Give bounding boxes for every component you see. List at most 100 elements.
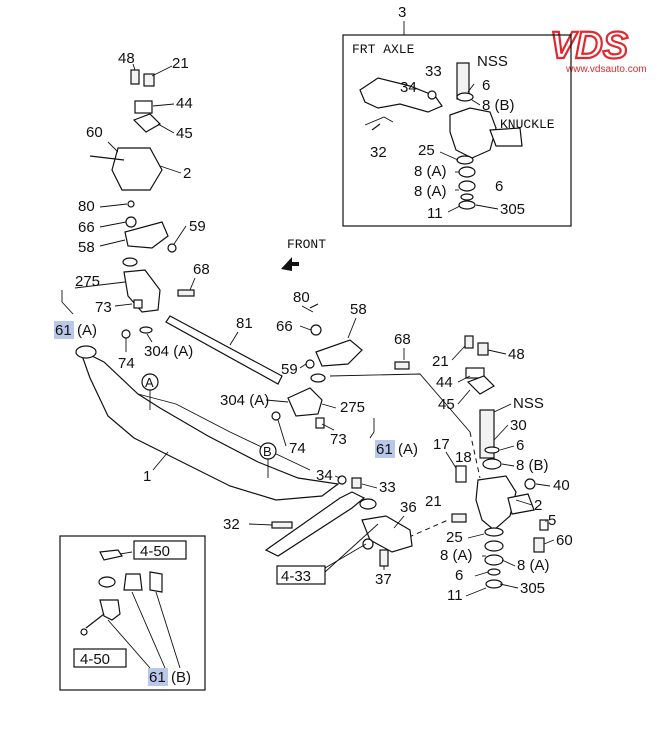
part-21-left: 21 xyxy=(172,55,189,72)
tie-rod xyxy=(264,491,366,557)
part-81: 81 xyxy=(236,315,253,332)
ref-61a-left[interactable]: 61 xyxy=(55,322,72,339)
part-11-right: 11 xyxy=(447,587,463,604)
part-6-inset-a: 6 xyxy=(482,77,490,94)
knuckle-body-inset xyxy=(449,107,497,159)
part-18: 18 xyxy=(455,449,472,466)
circle-mark-b-label: B xyxy=(263,444,272,459)
part-66-center: 66 xyxy=(276,318,293,335)
part-74-left: 74 xyxy=(118,355,135,372)
center-assembly: 80 58 66 68 59 304 (A) 275 74 73 61 (A) xyxy=(220,289,471,458)
part-2-right: 2 xyxy=(534,497,542,514)
ref-4-33-box xyxy=(276,565,326,585)
ref-4-50-top-box xyxy=(133,540,187,560)
inset-knuckle-box: 3 FRT AXLE KNUCKLE NSS 33 34 6 8 (B) 32 … xyxy=(342,4,572,227)
vds-logo: VDS www.vdsauto.com xyxy=(549,24,647,75)
part-66-left: 66 xyxy=(78,219,95,236)
axle-beam-body xyxy=(78,348,340,501)
ball-joint-61b xyxy=(99,599,121,621)
nss-label-right: NSS xyxy=(513,395,544,412)
part-68-center: 68 xyxy=(394,331,411,348)
part-304a-left: 304 (A) xyxy=(144,343,193,360)
ref-4-50-bottom-box xyxy=(73,648,127,668)
part-8b-right: 8 (B) xyxy=(516,457,549,474)
knuckle-arm-left xyxy=(123,269,161,313)
part-5: 5 xyxy=(548,512,556,529)
part-37: 37 xyxy=(375,571,392,588)
ref-4-50-bottom[interactable]: 4-50 xyxy=(80,651,110,668)
knuckle-body-right xyxy=(475,475,517,531)
frt-axle-beam-fragment xyxy=(359,77,443,113)
ref-61a-center[interactable]: 61 xyxy=(376,441,393,458)
inset-61b-box: 4-50 4-50 61 (B) xyxy=(59,535,206,691)
part-60-right: 60 xyxy=(556,532,573,549)
part-8a-inset-a: 8 (A) xyxy=(414,163,447,180)
part-305-right: 305 xyxy=(520,580,545,597)
part-74-center: 74 xyxy=(289,440,306,457)
ref-4-50-top[interactable]: 4-50 xyxy=(140,543,170,560)
front-label: FRONT xyxy=(287,237,326,252)
shackle-center xyxy=(315,339,363,367)
front-axle-beam: A B 1 xyxy=(75,345,340,501)
part-48-left: 48 xyxy=(118,50,135,67)
part-32-inset: 32 xyxy=(370,144,387,161)
part-33-inset: 33 xyxy=(425,63,442,80)
part-304a-center: 304 (A) xyxy=(220,392,269,409)
part-2-left: 2 xyxy=(183,165,191,182)
part-44-left: 44 xyxy=(176,95,193,112)
nss-label-inset: NSS xyxy=(477,53,508,70)
part-40: 40 xyxy=(553,477,570,494)
part-8a-right-b: 8 (A) xyxy=(517,557,550,574)
part-25-inset: 25 xyxy=(418,142,435,159)
part-34-inset: 34 xyxy=(400,79,417,96)
part-45-right: 45 xyxy=(438,396,455,413)
part-45-left: 45 xyxy=(176,125,193,142)
part-33-lower: 33 xyxy=(379,479,396,496)
ref-61b[interactable]: 61 xyxy=(149,669,166,686)
part-6-right-b: 6 xyxy=(455,567,463,584)
part-25-right: 25 xyxy=(446,529,463,546)
part-8b-inset: 8 (B) xyxy=(482,97,515,114)
vds-website: www.vdsauto.com xyxy=(565,64,647,75)
ref-61a-left-suffix: (A) xyxy=(77,322,97,339)
ref-61a-left-highlight xyxy=(54,321,74,339)
shackle-left xyxy=(124,221,169,249)
part-58-left: 58 xyxy=(78,239,95,256)
part-36: 36 xyxy=(400,499,417,516)
part-30: 30 xyxy=(510,417,527,434)
knuckle-arm-center xyxy=(287,387,323,417)
part-59-center: 59 xyxy=(281,361,298,378)
part-21-lower: 21 xyxy=(425,493,442,510)
front-arrow-icon xyxy=(281,257,299,271)
part-11-inset: 11 xyxy=(427,205,443,222)
part-8a-right-a: 8 (A) xyxy=(440,547,473,564)
frt-axle-label: FRT AXLE xyxy=(352,42,415,57)
front-direction-indicator: FRONT xyxy=(281,237,326,271)
vds-logo-text: VDS xyxy=(550,25,628,67)
part-32-lower: 32 xyxy=(223,516,240,533)
ref-61b-highlight xyxy=(148,668,168,686)
tie-rod-assembly: 34 33 32 36 37 4-33 xyxy=(223,467,417,588)
circle-mark-a-label: A xyxy=(145,375,154,390)
part-8a-inset-b: 8 (A) xyxy=(414,183,447,200)
part-275-center: 275 xyxy=(340,399,365,416)
part-34-lower: 34 xyxy=(316,467,333,484)
part-44-right: 44 xyxy=(436,374,453,391)
part-73-left: 73 xyxy=(95,299,112,316)
ref-61b-suffix: (B) xyxy=(171,669,191,686)
spring-bracket-left xyxy=(111,147,163,191)
ref-61a-center-suffix: (A) xyxy=(398,441,418,458)
part-59-left: 59 xyxy=(189,218,206,235)
part-6-right-a: 6 xyxy=(516,437,524,454)
part-68-left: 68 xyxy=(193,261,210,278)
part-1-axle: 1 xyxy=(143,468,151,485)
right-knuckle-assembly: 21 48 44 NSS 45 30 17 6 18 8 (B) 40 21 2… xyxy=(383,335,573,604)
ref-4-33[interactable]: 4-33 xyxy=(281,568,311,585)
part-58-center: 58 xyxy=(350,301,367,318)
ref-61a-center-highlight xyxy=(375,440,395,458)
inset-ref-number: 3 xyxy=(398,4,406,21)
part-48-right: 48 xyxy=(508,346,525,363)
part-80-center: 80 xyxy=(293,289,310,306)
drag-link xyxy=(165,315,283,385)
